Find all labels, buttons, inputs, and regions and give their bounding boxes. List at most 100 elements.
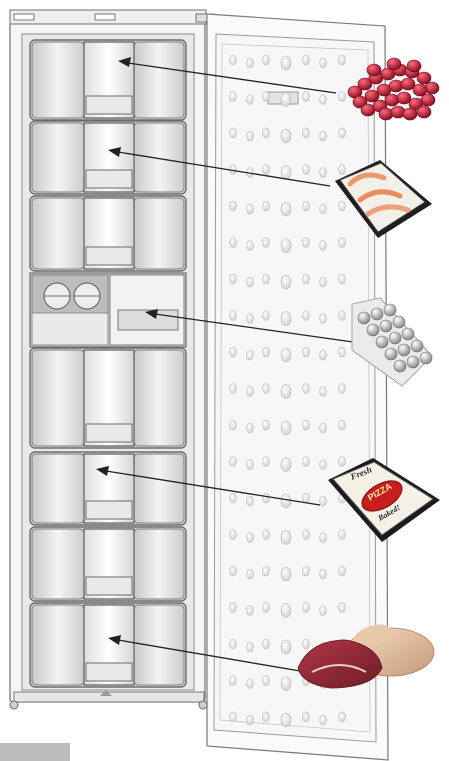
door-dimple	[339, 201, 346, 211]
door-dimple	[339, 566, 346, 576]
door-dimple	[230, 603, 237, 613]
door-dimple	[281, 56, 291, 70]
foot-right	[199, 701, 207, 709]
door-dimple	[339, 128, 346, 138]
door-dimple	[303, 55, 310, 65]
egg	[407, 356, 419, 368]
door-dimple	[230, 347, 237, 357]
door-dimple	[247, 423, 254, 433]
egg	[398, 344, 410, 356]
door-dimple	[320, 460, 327, 470]
door-dimple	[247, 496, 254, 506]
door-dimple	[281, 677, 291, 691]
door-dimple	[263, 566, 270, 576]
door-dimple	[320, 131, 327, 141]
freezer-drawer[interactable]	[30, 348, 186, 448]
door-dimple	[230, 55, 237, 65]
door-dimple	[230, 712, 237, 722]
freezer-drawer[interactable]	[30, 603, 186, 687]
door-dimple	[281, 604, 291, 618]
egg	[393, 316, 405, 328]
door-dimple	[281, 93, 291, 107]
egg	[367, 324, 379, 336]
egg	[402, 328, 414, 340]
door-dimple	[320, 533, 327, 543]
door-dimple	[303, 493, 310, 503]
door-dimple	[320, 95, 327, 105]
door-dimple	[230, 566, 237, 576]
door-dimple	[320, 350, 327, 360]
door-dimple	[247, 58, 254, 68]
door-dimple	[247, 277, 254, 287]
door-dimple	[263, 128, 270, 138]
door-dimple	[320, 241, 327, 251]
door-dimple	[247, 569, 254, 579]
door-dimple	[339, 165, 346, 175]
door-dimple	[303, 128, 310, 138]
door-dimple	[263, 530, 270, 540]
door-dimple	[230, 92, 237, 102]
freezer-drawer[interactable]	[30, 527, 186, 601]
door-dimple	[303, 311, 310, 321]
egg	[411, 340, 423, 352]
door-dimple	[303, 238, 310, 248]
freezer-drawer[interactable]	[30, 196, 186, 271]
door-dimple	[263, 201, 270, 211]
door-dimple	[230, 530, 237, 540]
door-dimple	[263, 384, 270, 394]
berry	[397, 92, 411, 104]
door-dimple	[247, 642, 254, 652]
door-dimple	[303, 165, 310, 175]
door-dimple	[281, 494, 291, 508]
door-dimple	[263, 92, 270, 102]
door-dimple	[303, 274, 310, 284]
berry	[391, 106, 405, 118]
door-dimple	[263, 493, 270, 503]
door-dimple	[230, 274, 237, 284]
door-dimple	[303, 530, 310, 540]
door-dimple	[281, 567, 291, 581]
egg	[376, 336, 388, 348]
drawer-stack	[30, 40, 186, 687]
door-dimple	[230, 420, 237, 430]
door-dimple	[320, 58, 327, 68]
berry	[367, 64, 381, 76]
door-dimple	[303, 603, 310, 613]
door-dimple	[247, 204, 254, 214]
berry	[387, 58, 401, 70]
door-dimple	[320, 715, 327, 725]
berry	[403, 108, 417, 120]
door-dimple	[281, 348, 291, 362]
door-dimple	[281, 275, 291, 289]
door-dimple	[263, 457, 270, 467]
door-dimple	[339, 603, 346, 613]
foot-left	[10, 701, 18, 709]
door-dimple	[263, 420, 270, 430]
door-dimple	[263, 311, 270, 321]
door-dimple	[281, 312, 291, 326]
freezer-drawer[interactable]	[30, 452, 186, 525]
door-dimple	[230, 238, 237, 248]
door-dimple	[320, 496, 327, 506]
door-dimple	[230, 384, 237, 394]
egg	[420, 352, 432, 364]
door-dimple	[247, 460, 254, 470]
door-dimple	[263, 676, 270, 686]
freezer-drawer[interactable]	[30, 40, 186, 120]
door-dimple	[339, 457, 346, 467]
ice-tray-compartment[interactable]	[30, 273, 186, 347]
door-dimple	[263, 165, 270, 175]
door-dimple	[320, 606, 327, 616]
egg	[358, 312, 370, 324]
door-dimple	[281, 202, 291, 216]
door-dimple	[339, 311, 346, 321]
door-dimple	[339, 384, 346, 394]
door-dimple	[281, 421, 291, 435]
door-dimple	[281, 129, 291, 143]
door-dimple	[281, 166, 291, 180]
freezer-drawer[interactable]	[30, 121, 186, 194]
door-dimple	[263, 712, 270, 722]
door-dimple	[303, 712, 310, 722]
door-dimple	[247, 533, 254, 543]
